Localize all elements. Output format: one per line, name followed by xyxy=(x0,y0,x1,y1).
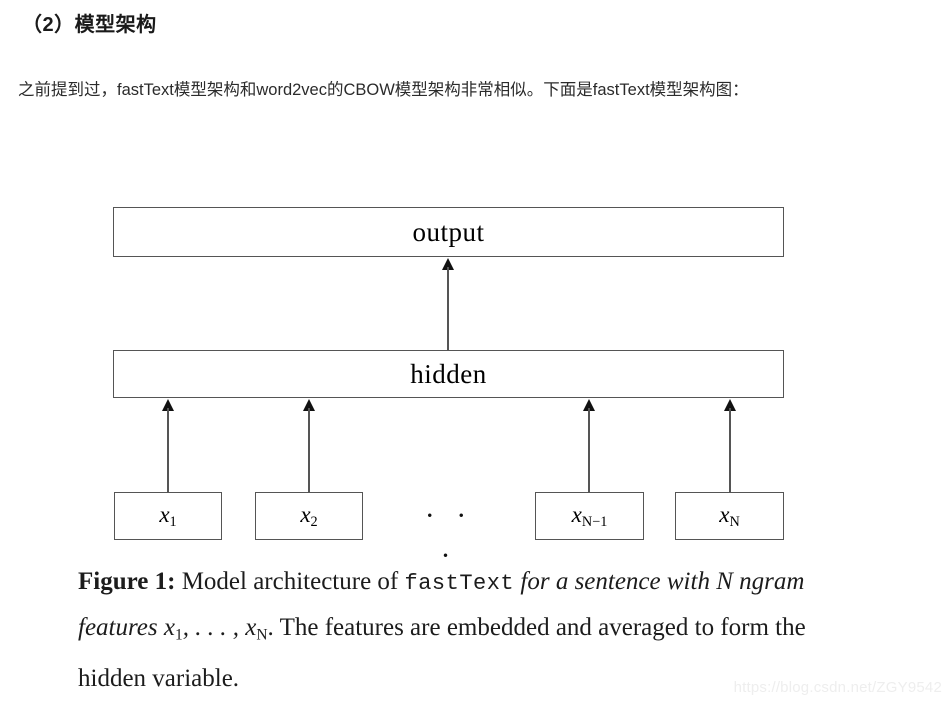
ellipsis-separator: · · · xyxy=(424,499,474,572)
arrow-shaft xyxy=(308,408,310,492)
input-variable-x2: x2 xyxy=(300,501,318,530)
arrow-x1-to-hidden-icon xyxy=(159,399,177,492)
output-layer-box: output xyxy=(113,207,784,257)
arrow-hidden-to-output-icon xyxy=(439,258,457,350)
arrow-head-icon xyxy=(442,258,454,270)
figure-caption-label: Figure 1: xyxy=(78,568,176,595)
figure-caption-text-4: . The features are embedded and averaged… xyxy=(78,614,806,693)
arrow-head-icon xyxy=(303,399,315,411)
figure-caption-sub-1: 1 xyxy=(174,626,183,644)
arrow-head-icon xyxy=(583,399,595,411)
arrow-xn-to-hidden-icon xyxy=(721,399,739,492)
arrow-x2-to-hidden-icon xyxy=(300,399,318,492)
input-variable-xn: xN xyxy=(719,501,740,530)
figure-caption-sub-2: N xyxy=(256,626,268,644)
arrow-shaft xyxy=(447,267,449,350)
hidden-layer-label: hidden xyxy=(410,358,487,389)
page-title: （2）模型架构 xyxy=(22,14,157,36)
intro-paragraph: 之前提到过，fastText模型架构和word2vec的CBOW模型架构非常相似… xyxy=(18,81,749,99)
figure-caption: Figure 1: Model architecture of fastText… xyxy=(78,560,868,701)
arrow-shaft xyxy=(729,408,731,492)
site-watermark: https://blog.csdn.net/ZGY9542 xyxy=(733,679,942,696)
arrow-head-icon xyxy=(724,399,736,411)
arrow-head-icon xyxy=(162,399,174,411)
input-variable-xn-minus-1: xN−1 xyxy=(571,501,608,530)
arrow-shaft xyxy=(588,408,590,492)
arrow-shaft xyxy=(167,408,169,492)
figure-caption-text-2: for a sentence with N ngram features x xyxy=(78,568,805,641)
figure-caption-text-1: Model architecture of xyxy=(175,568,405,595)
output-layer-label: output xyxy=(412,216,485,247)
input-box-xn: xN xyxy=(675,492,784,540)
figure-caption-mono-term: fastText xyxy=(404,571,515,596)
input-box-x2: x2 xyxy=(255,492,363,540)
input-variable-x1: x1 xyxy=(159,501,177,530)
input-box-x1: x1 xyxy=(114,492,222,540)
input-box-xn-minus-1: xN−1 xyxy=(535,492,644,540)
hidden-layer-box: hidden xyxy=(113,350,784,398)
arrow-xn1-to-hidden-icon xyxy=(580,399,598,492)
figure-caption-text-3: , . . . , x xyxy=(182,614,257,641)
